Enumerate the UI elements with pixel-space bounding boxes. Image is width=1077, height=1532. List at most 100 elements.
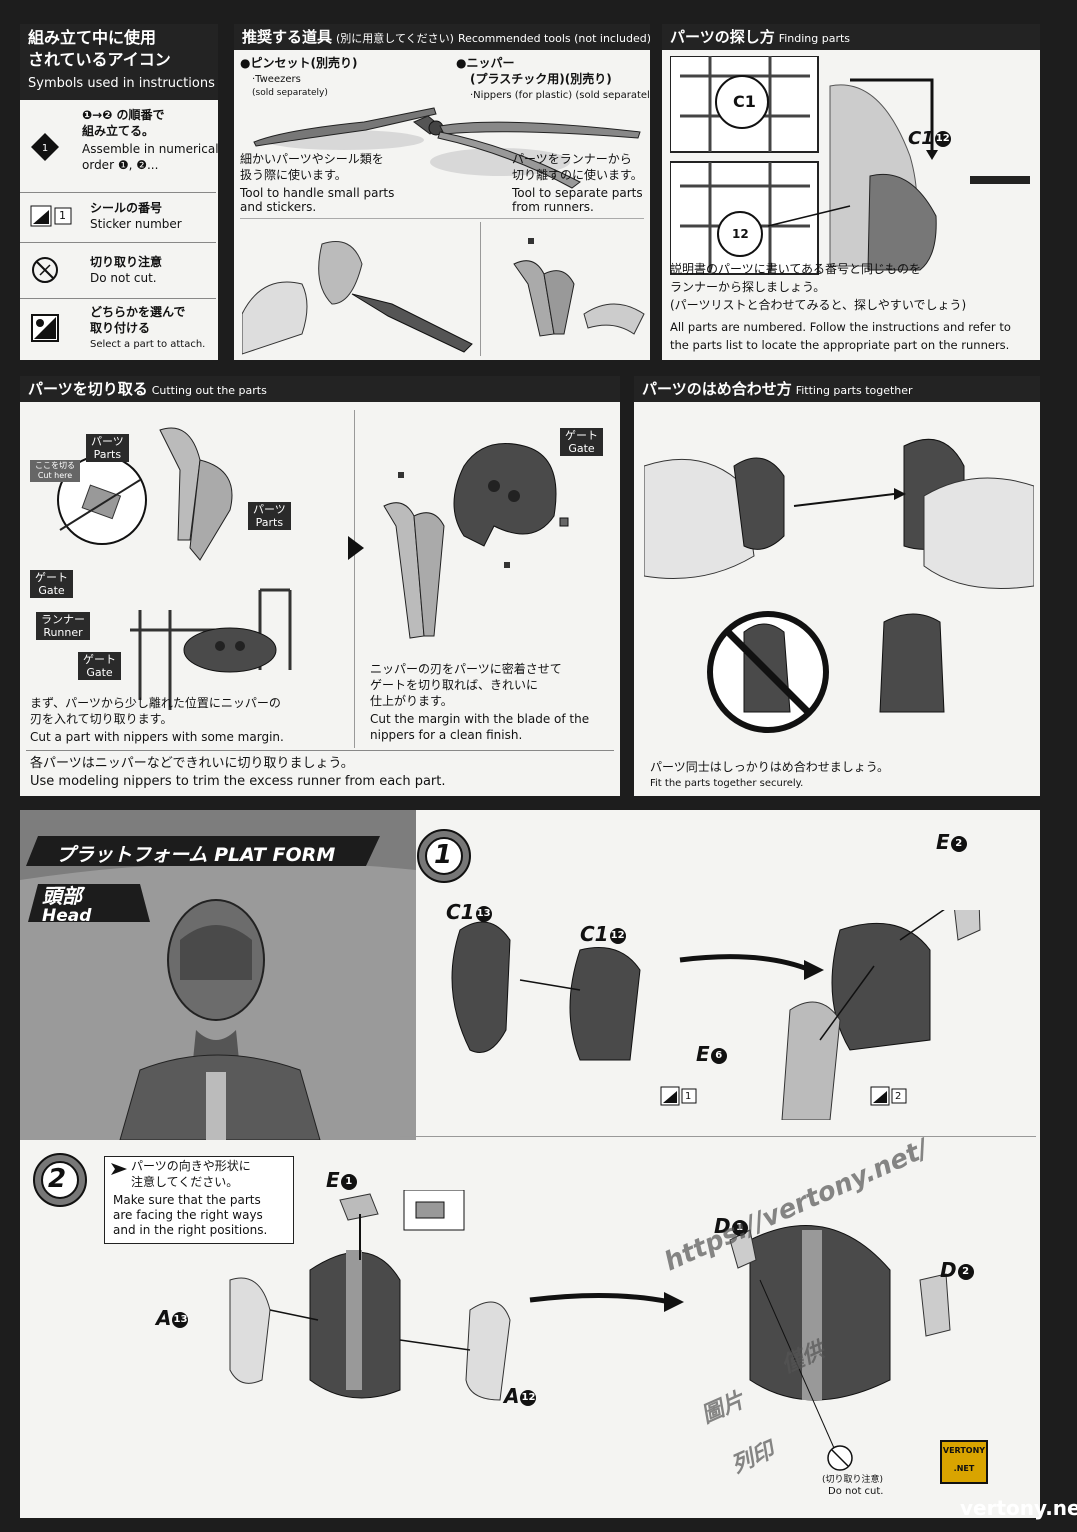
nippers-jp-1: ●ニッパー xyxy=(456,56,515,70)
tweezers-en: ·Tweezers xyxy=(252,74,301,85)
part-a12-label: A xyxy=(504,1384,520,1408)
finding-desc-jp-2: ランナーから探しましょう。 xyxy=(670,280,826,294)
nippers-desc-jp-2: 切り離すのに使います。 xyxy=(512,168,643,182)
step-1-number: 1 xyxy=(434,840,453,870)
tools-panel: 推奨する道具(別に用意してください)Recommended tools (not… xyxy=(234,24,650,360)
note-jp-2: 注意してください。 xyxy=(131,1175,239,1189)
step2-assembly-illustration xyxy=(229,1190,951,1471)
tweezers-desc-jp-2: 扱う際に使います。 xyxy=(240,168,347,182)
runner-c1-label: C1 xyxy=(733,92,756,111)
cut-here-jp: ここを切る xyxy=(35,461,75,470)
select-jp-2: 取り付ける xyxy=(90,321,151,335)
step-arrow-icon xyxy=(348,536,364,560)
tools-title-en: Recommended tools (not included) xyxy=(457,32,650,45)
step-2-number: 2 xyxy=(48,1164,67,1194)
finding-desc-jp-1: 説明書のパーツに書いてある番号と同じものを xyxy=(670,262,922,276)
fitting-title-jp: パーツのはめ合わせ方 xyxy=(642,380,792,398)
symbols-title: 組み立て中に使用 されているアイコン Symbols used in instr… xyxy=(20,24,218,100)
cut-parts-jp-2: パーツ xyxy=(253,503,286,516)
order-en-1: Assemble in numerical xyxy=(82,142,218,156)
symbol-row-sticker: 1 シールの番号 Sticker number xyxy=(20,192,216,243)
platform-title-jp: プラットフォーム xyxy=(56,844,208,866)
cut-parts-jp-1: パーツ xyxy=(91,435,124,448)
cut-step1-jp-2: 刃を入れて切り取ります。 xyxy=(30,712,173,726)
nippers-desc-en-1: Tool to separate parts xyxy=(512,186,643,200)
head-title-en: Head xyxy=(42,906,92,926)
finding-part-circle: 12 xyxy=(934,131,951,147)
cut-gate-jp-3: ゲート xyxy=(565,429,598,442)
cut-footer-divider xyxy=(26,750,614,751)
cutting-title-en: Cutting out the parts xyxy=(151,384,267,397)
cut-step2-en-1: Cut the margin with the blade of the xyxy=(370,712,590,726)
tweezers-jp: ●ピンセット(別売り) xyxy=(240,56,358,70)
cutting-step2-illustration xyxy=(383,443,569,639)
part-d2-label: D xyxy=(940,1258,957,1282)
nippers-desc-jp-1: パーツをランナーから xyxy=(512,152,632,166)
note-jp-1: パーツの向きや形状に xyxy=(131,1159,251,1173)
step-divider xyxy=(400,1136,1036,1137)
step2-nocut-en: Do not cut. xyxy=(828,1486,884,1497)
part-c1-12-num: 12 xyxy=(609,927,626,944)
finding-desc-jp-3: (パーツリストと合わせてみると、探しやすいでしょう) xyxy=(670,298,967,312)
sticker-2-icon xyxy=(870,1086,907,1106)
part-e1-label: E xyxy=(326,1168,340,1192)
cut-gate-en-3: Gate xyxy=(568,442,595,455)
nippers-desc-en-2: from runners. xyxy=(512,200,594,214)
part-e2-label: E xyxy=(936,830,950,854)
part-d1-label: D xyxy=(714,1214,731,1238)
note-en-1: Make sure that the parts xyxy=(113,1193,261,1207)
cut-vertical-divider xyxy=(354,410,355,748)
runner-part-number: 12 xyxy=(732,227,749,241)
order-jp-1: ❶→❷ の順番で xyxy=(82,108,165,122)
head-title-jp: 頭部 xyxy=(42,884,82,908)
svg-text:1: 1 xyxy=(42,143,48,154)
part-e6-label: E xyxy=(696,1042,710,1066)
step-1-badge xyxy=(417,829,471,883)
part-e6-num: 6 xyxy=(710,1047,727,1064)
step2-nocut-jp: (切り取り注意) xyxy=(822,1475,884,1485)
cut-parts-en-1: Parts xyxy=(93,448,122,461)
part-a13-label: A xyxy=(156,1306,172,1330)
cut-step2-en-2: nippers for a clean finish. xyxy=(370,728,523,742)
finding-title-en: Finding parts xyxy=(778,32,851,45)
tweezers-desc-en-1: Tool to handle small parts xyxy=(240,186,395,200)
platform-header-art xyxy=(20,810,416,1140)
tweezers-usage-illustration xyxy=(242,241,473,355)
tools-header: 推奨する道具(別に用意してください)Recommended tools (not… xyxy=(234,24,650,50)
symbols-title-jp-1: 組み立て中に使用 xyxy=(28,28,157,47)
cut-gate-en-1: Gate xyxy=(38,584,65,597)
nippers-usage-illustration xyxy=(513,238,645,337)
tweezers-desc-en-2: and stickers. xyxy=(240,200,317,214)
part-c1-12-label: C1 xyxy=(580,922,609,946)
order-jp-2: 組み立てる。 xyxy=(82,124,155,138)
fitting-desc-en: Fit the parts together securely. xyxy=(650,778,804,789)
symbols-title-jp-2: されているアイコン xyxy=(28,50,171,69)
cut-step2-jp-2: ゲートを切り取れば、きれいに xyxy=(370,678,539,692)
part-c1-13-num: 13 xyxy=(475,905,492,922)
cut-gate-jp-2: ゲート xyxy=(83,653,116,666)
sticker-icon xyxy=(30,205,72,227)
select-part-icon xyxy=(31,314,59,342)
cut-runner-en: Runner xyxy=(43,626,83,639)
platform-title-en: PLAT FORM xyxy=(214,844,336,866)
sticker-2-number: 2 xyxy=(895,1091,902,1102)
sticker-en: Sticker number xyxy=(90,217,182,231)
symbol-row-nocut: 切り取り注意 Do not cut. xyxy=(20,242,216,299)
